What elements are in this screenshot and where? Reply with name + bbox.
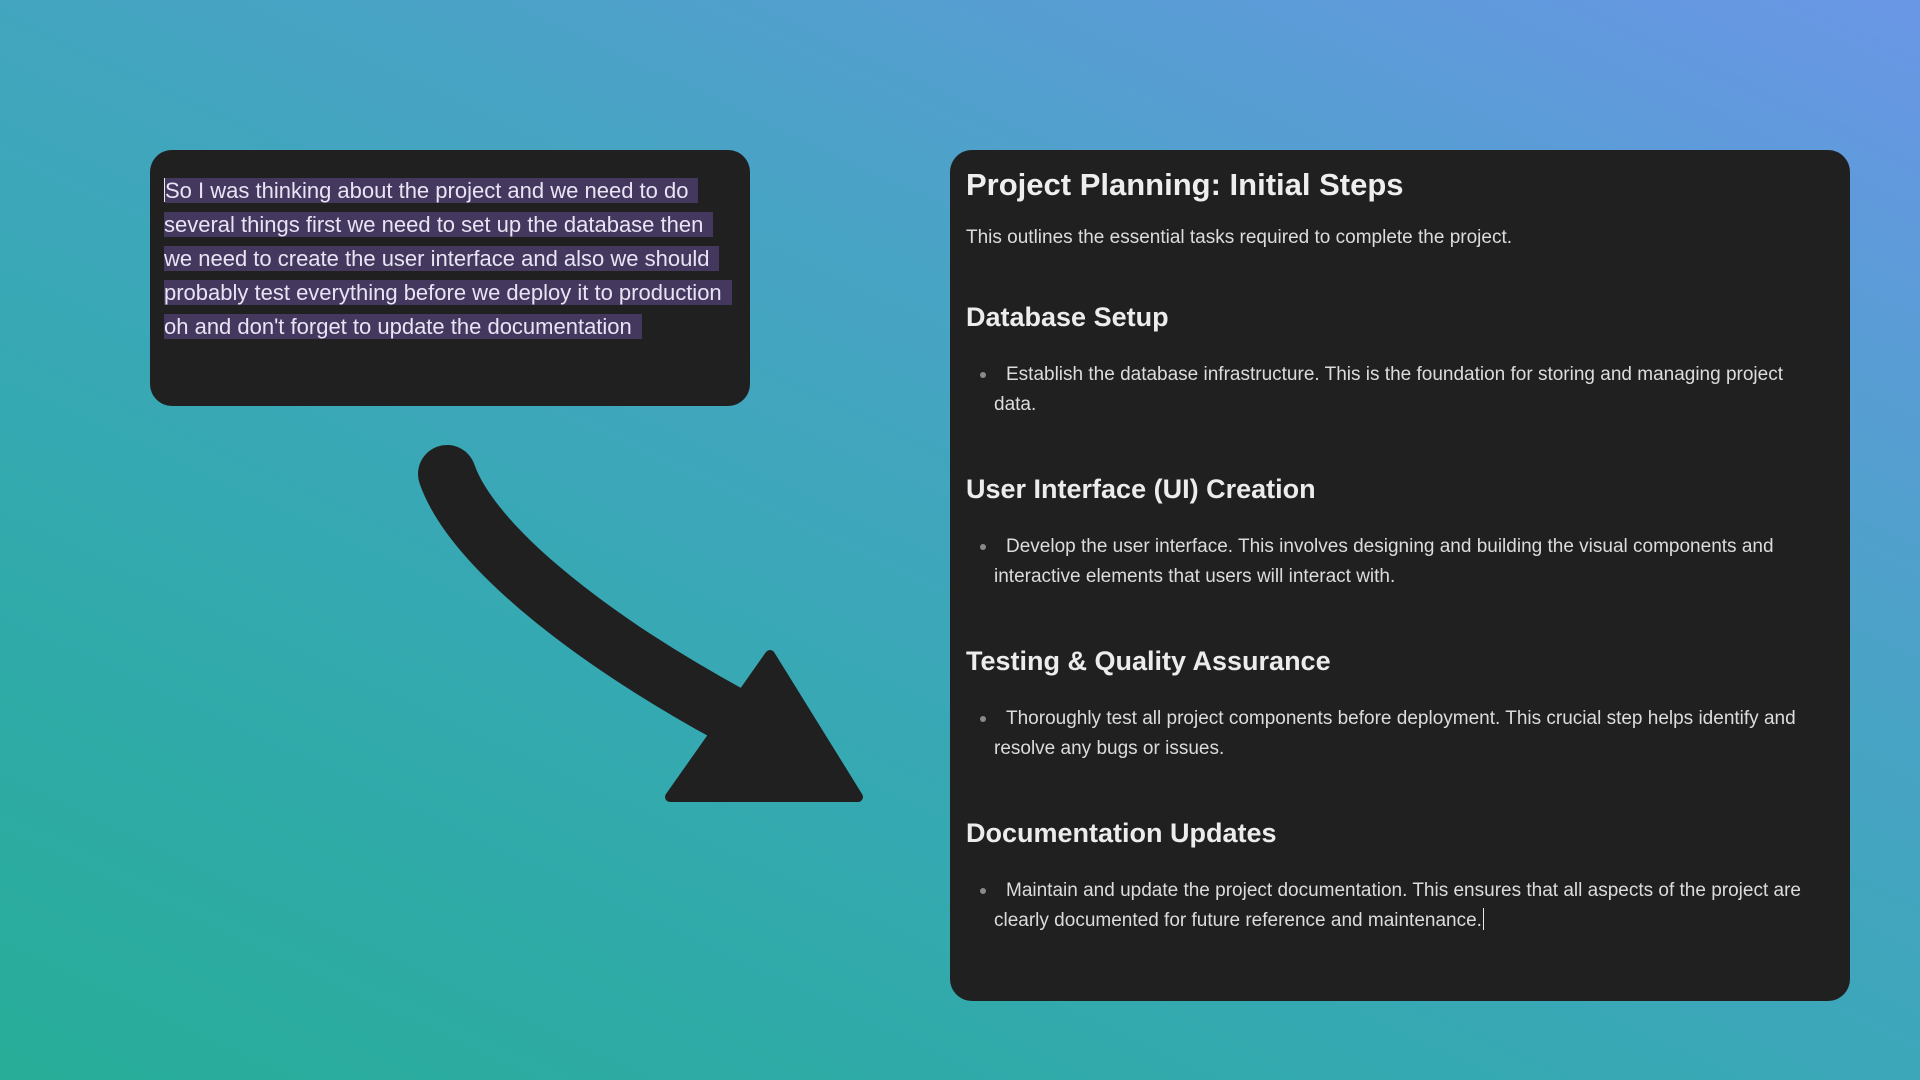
bullet-icon (980, 888, 986, 894)
section-bullet-list: Establish the database infrastructure. T… (966, 360, 1826, 420)
list-item-text: Maintain and update the project document… (994, 880, 1801, 931)
section-ui-creation: User Interface (UI) Creation Develop the… (966, 470, 1826, 592)
list-item: Maintain and update the project document… (980, 876, 1826, 936)
document-title: Project Planning: Initial Steps (966, 167, 1404, 202)
list-item-text: Thoroughly test all project components b… (994, 708, 1796, 759)
section-heading: Documentation Updates (966, 818, 1277, 848)
bullet-icon (980, 544, 986, 550)
section-heading: Database Setup (966, 302, 1169, 332)
document-intro: This outlines the essential tasks requir… (966, 227, 1513, 248)
list-item: Thoroughly test all project components b… (980, 704, 1826, 764)
section-bullet-list: Maintain and update the project document… (966, 876, 1826, 936)
section-database-setup: Database Setup Establish the database in… (966, 298, 1826, 420)
raw-input-text-area[interactable]: So I was thinking about the project and … (164, 174, 734, 344)
list-item: Develop the user interface. This involve… (980, 532, 1826, 592)
formatted-output-card[interactable]: Project Planning: Initial Steps This out… (950, 150, 1850, 1001)
selected-raw-text[interactable]: So I was thinking about the project and … (164, 178, 732, 339)
section-bullet-list: Develop the user interface. This involve… (966, 532, 1826, 592)
section-heading: User Interface (UI) Creation (966, 474, 1316, 504)
curved-arrow-icon (418, 445, 863, 802)
list-item-text: Establish the database infrastructure. T… (994, 364, 1783, 415)
text-cursor (1482, 908, 1484, 930)
raw-input-card[interactable]: So I was thinking about the project and … (150, 150, 750, 406)
bullet-icon (980, 716, 986, 722)
section-testing-qa: Testing & Quality Assurance Thoroughly t… (966, 642, 1826, 764)
list-item: Establish the database infrastructure. T… (980, 360, 1826, 420)
section-heading: Testing & Quality Assurance (966, 646, 1331, 676)
bullet-icon (980, 372, 986, 378)
section-bullet-list: Thoroughly test all project components b… (966, 704, 1826, 764)
section-documentation-updates: Documentation Updates Maintain and updat… (966, 814, 1826, 936)
list-item-text: Develop the user interface. This involve… (994, 536, 1774, 587)
